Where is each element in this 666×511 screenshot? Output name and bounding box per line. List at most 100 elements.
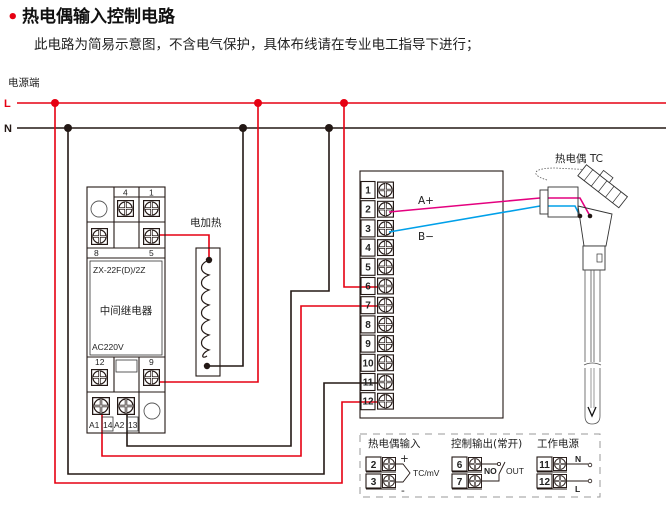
legend-switch-icon [482,461,506,482]
relay-terminal-4-screw [117,200,134,217]
thermocouple-head [577,164,629,209]
controller-terminal-1: 1 [360,180,394,200]
live-label: L [4,98,11,110]
stem-break [583,362,602,366]
terminal-legend: 热电偶输入 2 3 + - TC/mV 控制输出(常开) 6 7 NO OUT … [359,433,601,498]
page-subtitle: 此电路为简易示意图，不含电气保护，具体布线请在专业电工指导下进行； [34,36,480,53]
relay-voltage: AC220V [92,342,124,352]
thermocouple: 热电偶 TC [535,152,629,425]
terminal-number: 4 [365,243,371,254]
wire-b-minus [388,205,581,233]
wire-neutral-to-terminal-11 [67,128,387,475]
thermocouple-label: 热电偶 TC [555,152,603,165]
relay: 4 1 8 5 ZX-22F(D)/2Z 中间继电器 AC220V 12 9 A… [86,186,166,434]
heater-label: 电加热 [190,216,222,229]
controller-terminal-2: 2 [360,200,394,219]
terminal-number: 7 [365,301,371,312]
wire-live-to-terminal-6 [343,103,387,288]
terminal-number: 1 [365,186,371,197]
junction-dot [325,124,333,132]
thermocouple-terminal-a [587,213,593,219]
relay-terminal-5-screw [143,228,160,245]
a-plus-label: A+ [418,195,434,207]
power-terminal-n [587,462,593,468]
stem-inner-wires [590,368,595,408]
legend-signal-type: TC/mV [413,468,440,478]
thermocouple-stem-upper [584,270,601,362]
controller-terminal-7: 7 [360,296,394,315]
terminal-screw [468,474,482,488]
wire-live-to-relay-9 [153,103,259,383]
terminal-screw [377,373,394,391]
controller-terminal-12: 12 [360,392,394,411]
legend-plus: + [400,453,409,465]
relay-mount-hole [90,200,108,218]
thermocouple-side-tube [547,186,579,218]
heater-terminal-dot [203,362,211,370]
temperature-controller: 1 2 3 4 5 6 7 8 9 10 11 12 A+ B− [359,170,504,419]
terminal-number: 2 [365,205,371,216]
relay-terminal-label: 9 [149,357,154,367]
thermocouple-chain [535,167,596,181]
b-minus-label: B− [418,231,434,243]
controller-terminal-11: 11 [360,372,394,392]
relay-terminal-12-screw [91,369,108,386]
thermocouple-terminal-b [577,213,583,219]
terminal-number: 12 [362,397,374,408]
junction-dot [64,124,72,132]
controller-terminal-6: 6 [360,276,394,296]
terminal-screw [377,315,394,333]
controller-terminal-8: 8 [360,315,394,334]
title-bullet: • [7,7,19,28]
controller-terminal-9: 9 [360,334,394,353]
terminal-screw [377,277,394,295]
heater-terminal-dot [205,256,213,264]
relay-terminal-label: 5 [149,248,154,258]
terminal-screw [377,354,394,372]
legend-terminal-number: 7 [457,477,463,488]
terminal-screw [382,457,396,471]
thermocouple-neck [577,205,613,247]
terminal-number: 9 [365,339,371,350]
relay-terminal-1-screw [143,200,160,217]
relay-terminal-label: 13 [128,420,138,430]
neutral-label: N [4,123,12,135]
relay-terminal-8-screw [91,228,108,245]
wire-live-to-terminal-12 [54,103,387,484]
relay-mount-hole [143,402,161,420]
wire-a-plus [388,197,591,217]
terminal-screw [468,457,482,471]
controller-terminal-5: 5 [360,257,394,276]
relay-terminal-a2-screw [117,397,135,415]
terminal-screw [553,457,567,471]
legend-terminal-number: 12 [539,477,551,488]
relay-terminal-label: 4 [123,188,128,198]
junction-dot [254,99,262,107]
wire-neutral-to-heater [207,128,244,367]
legend-terminal-number: 11 [539,460,550,471]
terminal-screw [377,335,394,353]
terminal-number: 11 [363,378,374,389]
legend-power-leads [567,463,588,482]
heater: 电加热 [190,216,222,377]
terminal-screw [377,219,394,237]
terminal-number: 5 [365,262,371,273]
legend-tc-input-title: 热电偶输入 [368,437,421,450]
terminal-screw [377,200,394,218]
controller-terminal-3: 3 [360,219,394,238]
controller-terminal-4: 4 [360,238,394,257]
legend-control-output-title: 控制输出(常开) [451,437,522,450]
junction-dot [51,99,59,107]
fitting-mark [596,253,603,263]
relay-name: 中间继电器 [100,304,153,317]
legend-minus: - [401,485,405,497]
legend-no-label: NO [484,466,497,476]
terminal-screw [553,474,567,488]
relay-terminal-label: 8 [94,248,99,258]
heater-coil-icon [200,259,211,358]
terminal-screw [382,474,396,488]
legend-power-title: 工作电源 [537,437,579,450]
wire-relay-5-to-heater [152,234,210,260]
terminal-screw [377,258,394,276]
